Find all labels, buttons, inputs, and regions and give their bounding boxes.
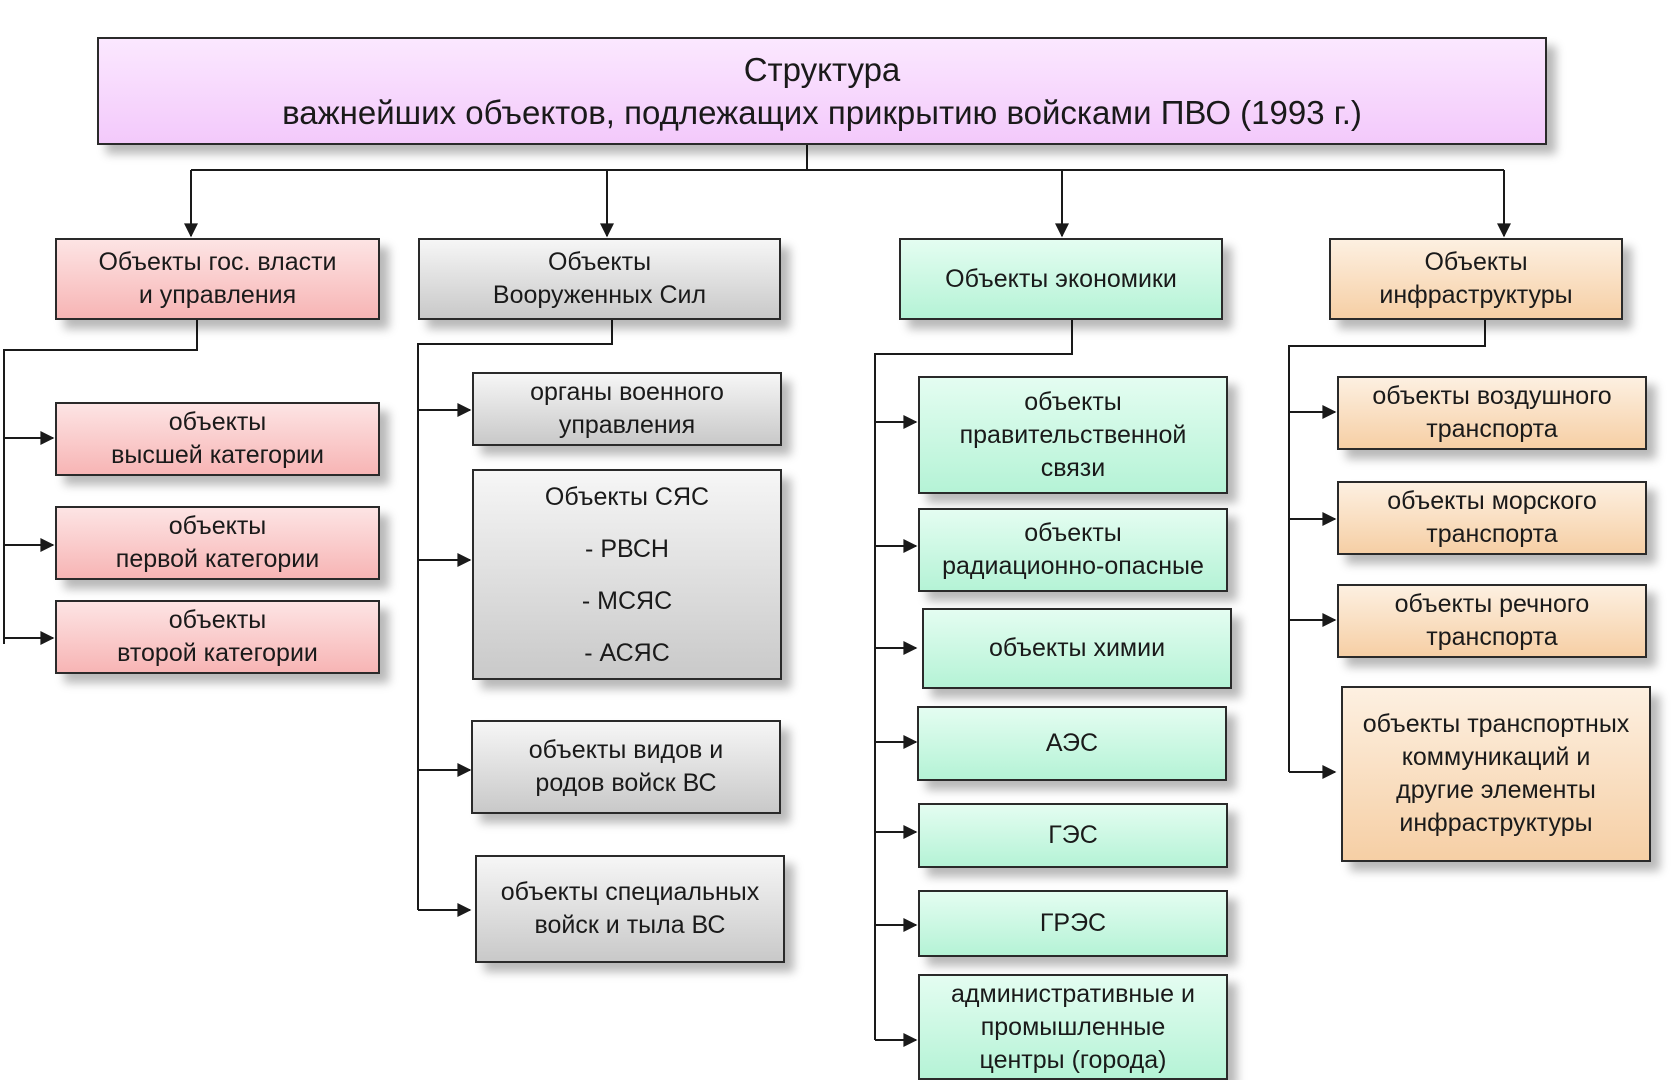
infrastructure-objects-header: Объекты инфраструктуры	[1329, 238, 1623, 320]
gov-item-first-category: объекты первой категории	[55, 506, 380, 580]
economy-objects-header: Объекты экономики	[899, 238, 1223, 320]
economy-item-radiation-hazard: объекты радиационно-опасные	[918, 508, 1228, 592]
gov-item-second-category: объекты второй категории	[55, 600, 380, 674]
economy-item-thermal-plant: ГРЭС	[918, 890, 1228, 957]
infrastructure-item-air-transport: объекты воздушного транспорта	[1337, 376, 1647, 450]
economy-item-gov-communications: объекты правительственной связи	[918, 376, 1228, 494]
title-line-1: Структура	[743, 51, 901, 88]
gov-item-highest-category: объекты высшей категории	[55, 402, 380, 476]
military-item-special-troops: объекты специальных войск и тыла ВС	[475, 855, 785, 963]
economy-item-hydro-plant: ГЭС	[918, 803, 1228, 868]
gov-branch-line	[3, 320, 198, 644]
economy-item-nuclear-plant: АЭС	[917, 706, 1227, 781]
military-item-command-bodies: органы военного управления	[472, 372, 782, 446]
military-item-service-branches: объекты видов и родов войск ВС	[471, 720, 781, 814]
economy-branch-line	[874, 320, 1073, 1040]
infrastructure-item-transport-comms: объекты транспортных коммуникаций и друг…	[1341, 686, 1651, 862]
infrastructure-branch-line	[1288, 320, 1486, 772]
diagram-title: Структура важнейших объектов, подлежащих…	[97, 37, 1547, 145]
infrastructure-item-river-transport: объекты речного транспорта	[1337, 584, 1647, 658]
military-item-strategic-nuclear: Объекты СЯС - РВСН - МСЯС - АСЯС	[472, 469, 782, 680]
military-objects-header: Объекты Вооруженных Сил	[418, 238, 781, 320]
gov-objects-header: Объекты гос. власти и управления	[55, 238, 380, 320]
title-line-2: важнейших объектов, подлежащих прикрытию…	[282, 94, 1362, 131]
infrastructure-item-sea-transport: объекты морского транспорта	[1337, 481, 1647, 555]
economy-item-chemical: объекты химии	[922, 608, 1232, 689]
military-branch-line	[417, 320, 613, 910]
economy-item-admin-centers: административные и промышленные центры (…	[918, 974, 1228, 1080]
